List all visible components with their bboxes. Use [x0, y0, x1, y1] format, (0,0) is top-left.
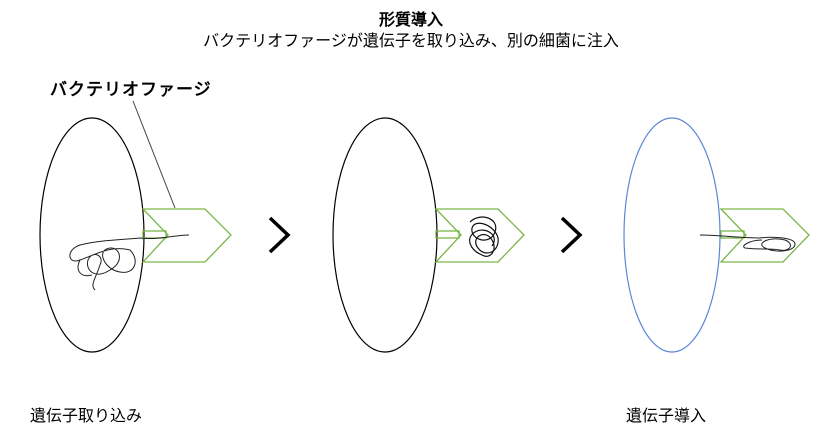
caption-gene-transfer: 遺伝子導入: [626, 406, 707, 425]
dna-packed-2: [469, 216, 499, 257]
phage-3: [719, 208, 810, 263]
label-leader-line: [132, 100, 176, 209]
stage-2: [332, 117, 525, 353]
dna-strand-1: [69, 234, 190, 291]
diagram-title: 形質導入: [378, 10, 443, 29]
recipient-bacterium: [623, 117, 721, 353]
donor-bacterium: [39, 117, 145, 353]
dna-injected-3: [699, 234, 796, 252]
stage-1: [39, 117, 232, 353]
diagram-subtitle: バクテリオファージが遺伝子を取り込み、別の細菌に注入: [203, 31, 619, 50]
phage-2: [434, 208, 525, 263]
next-step-chevron-icon: [268, 216, 291, 254]
stage-3: [623, 117, 810, 353]
next-step-chevron-icon: [560, 216, 583, 254]
phage-label: バクテリオファージ: [50, 80, 212, 100]
caption-gene-uptake: 遺伝子取り込み: [30, 406, 143, 425]
infected-bacterium: [332, 117, 438, 353]
